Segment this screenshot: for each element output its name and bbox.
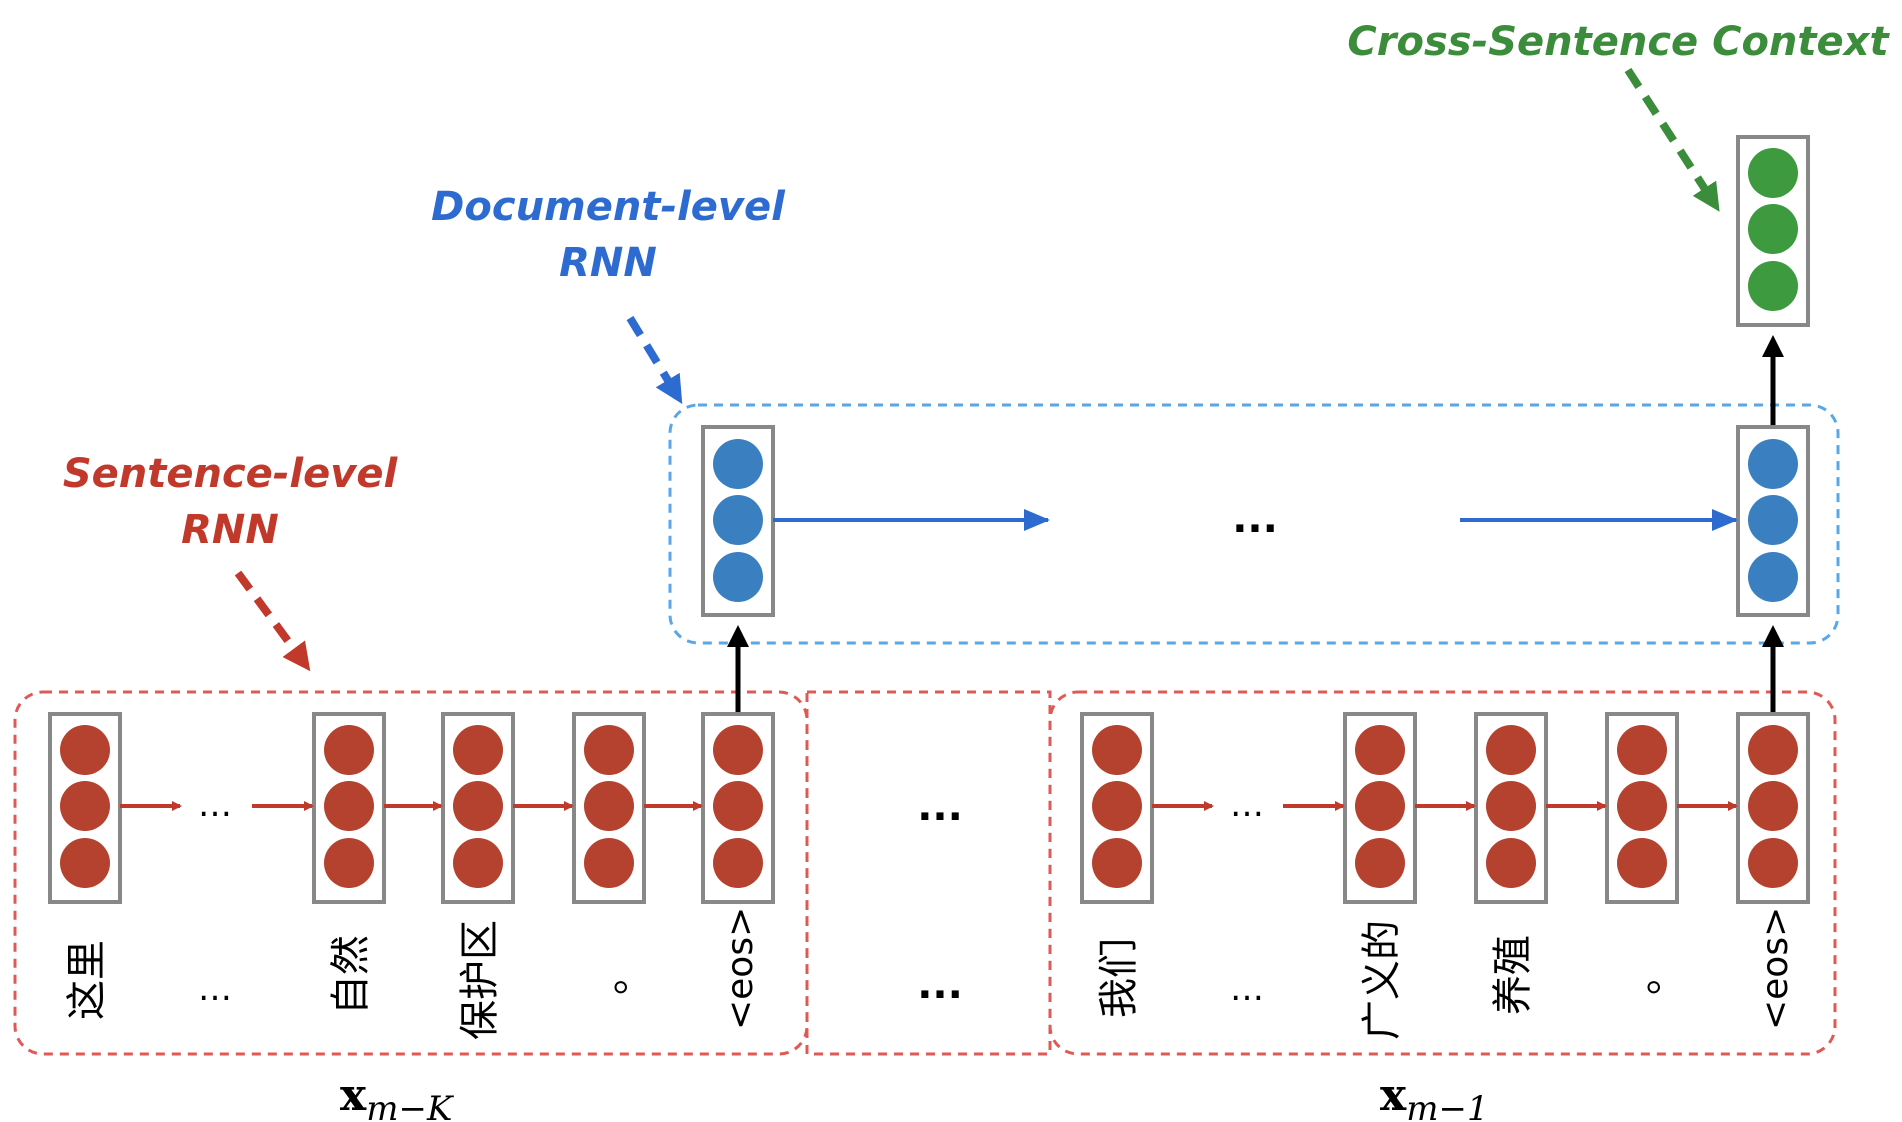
token: 自然 [328,935,374,1015]
word-unit [1355,725,1405,775]
word-unit [1355,838,1405,888]
word-unit [60,781,110,831]
token-ellipsis: … [198,969,232,1009]
document-rnn-label-line2: RNN [559,240,657,286]
document-state-last [1736,425,1810,617]
word-unit [60,838,110,888]
word-unit [1092,725,1142,775]
sentence-rnn-label-line2: RNN [181,507,279,553]
token-ellipsis: … [1230,969,1264,1009]
word-unit [1486,781,1536,831]
word-unit [324,781,374,831]
word-unit [1486,838,1536,888]
word-state [1474,712,1548,904]
document-unit [1748,439,1798,489]
word-unit [1617,725,1667,775]
sentence-label-var: x [340,1070,367,1121]
sentence-label-last: xm−1 [1380,1070,1489,1122]
word-state [1343,712,1417,904]
context-unit [1748,148,1798,198]
cross-sentence-context-label: Cross-Sentence Context [1347,19,1890,65]
token: <eos> [720,907,761,1030]
sentence-label-first: xm−K [340,1070,455,1122]
word-ellipsis: … [1230,785,1264,825]
word-state [441,712,515,904]
document-rnn-label-line1: Document-level [431,184,786,230]
middle-ellipsis-top: ... [917,784,963,830]
word-unit [713,725,763,775]
word-unit [453,781,503,831]
token: 这里 [64,940,110,1020]
word-unit [584,781,634,831]
document-rnn-group [668,403,1840,645]
document-unit [713,439,763,489]
word-state [1736,712,1810,904]
sentence-group-first [13,690,809,1056]
token: 养殖 [1490,935,1536,1015]
sentence-label-sub: m−K [366,1089,455,1122]
word-unit [1748,781,1798,831]
word-unit [713,781,763,831]
word-state [1080,712,1154,904]
context-unit [1748,204,1798,254]
word-state [48,712,122,904]
token: 保护区 [457,920,503,1040]
word-unit [453,838,503,888]
word-unit [1355,781,1405,831]
word-unit [1486,725,1536,775]
sentence-label-sub: m−1 [1406,1089,1488,1122]
token: 我们 [1096,938,1142,1018]
word-unit [453,725,503,775]
token: 。 [588,955,634,995]
word-unit [60,725,110,775]
word-unit [584,725,634,775]
middle-ellipsis-bottom: ... [917,962,963,1008]
word-unit [324,838,374,888]
word-unit [1617,838,1667,888]
word-unit [1617,781,1667,831]
document-unit [713,495,763,545]
sentence-group-last [1048,690,1837,1056]
context-unit [1748,261,1798,311]
word-ellipsis: … [198,785,232,825]
word-unit [1092,781,1142,831]
word-unit [1748,838,1798,888]
document-unit [1748,552,1798,602]
word-unit [1092,838,1142,888]
word-unit [584,838,634,888]
word-state [1605,712,1679,904]
cross-sentence-callout-arrow [1624,67,1720,212]
document-state-first [701,425,775,617]
word-unit [1748,725,1798,775]
token: <eos> [1755,907,1796,1030]
word-unit [713,838,763,888]
word-state [312,712,386,904]
document-unit [1748,495,1798,545]
document-unit [713,552,763,602]
sentence-label-var: x [1380,1070,1407,1121]
document-rnn-callout-arrow [626,315,683,404]
word-state [701,712,775,904]
cross-sentence-context-vector [1736,135,1810,327]
token: 广义的 [1359,920,1405,1040]
document-ellipsis: ... [1232,496,1278,542]
sentence-rnn-callout-arrow [234,570,311,672]
sentence-rnn-label-line1: Sentence-level [63,451,399,497]
word-unit [324,725,374,775]
token: 。 [1621,955,1667,995]
word-state [572,712,646,904]
